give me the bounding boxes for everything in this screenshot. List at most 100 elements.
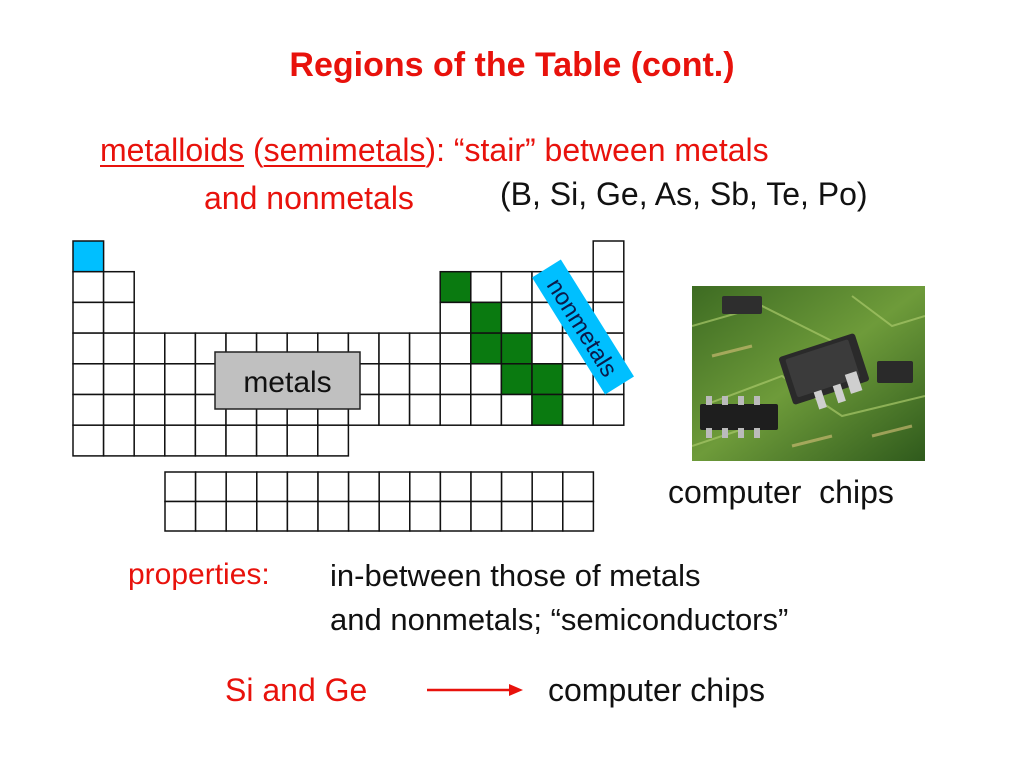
element-cell xyxy=(378,393,411,426)
f-block-cell xyxy=(286,500,319,532)
element-cell xyxy=(408,363,441,396)
open-paren: ( xyxy=(244,132,264,168)
element-cell xyxy=(255,424,288,457)
element-cell xyxy=(592,240,625,273)
element-cell xyxy=(72,301,105,334)
element-cell xyxy=(470,363,503,396)
properties-line-2: and nonmetals; “semiconductors” xyxy=(330,602,789,637)
element-cell xyxy=(561,363,594,396)
f-block-cell xyxy=(194,500,227,532)
semimetals-term: semimetals xyxy=(263,132,426,168)
properties-label: properties: xyxy=(128,558,270,591)
metals-label-box xyxy=(214,351,361,410)
usage-result: computer chips xyxy=(548,672,765,708)
f-block-cell xyxy=(378,500,411,532)
element-cell xyxy=(164,393,197,426)
element-cell xyxy=(561,393,594,426)
element-cell xyxy=(286,424,319,457)
f-block-cell xyxy=(256,471,289,503)
element-cell xyxy=(164,332,197,365)
computer-chip-photo xyxy=(692,286,925,461)
nonmetals-label-box xyxy=(532,259,634,395)
f-block-cell xyxy=(378,471,411,503)
element-cell xyxy=(72,332,105,365)
element-cell xyxy=(592,270,625,304)
definition-text: ): “stair” between metals xyxy=(425,132,769,168)
f-block-cell xyxy=(562,471,595,503)
element-cell xyxy=(408,332,441,365)
element-cell xyxy=(194,393,227,426)
f-block-cell xyxy=(500,500,533,532)
element-cell xyxy=(439,393,472,426)
element-cell xyxy=(102,270,135,304)
slide-title: Regions of the Table (cont.) xyxy=(289,46,735,84)
metalloid-cell xyxy=(500,363,533,396)
f-block-cell xyxy=(194,471,227,503)
metalloid-cell xyxy=(470,301,503,334)
element-cell xyxy=(500,270,533,304)
f-block-cell xyxy=(256,500,289,532)
definition-line-2: and nonmetals xyxy=(204,180,414,216)
element-cell xyxy=(439,363,472,396)
element-cell xyxy=(470,393,503,426)
f-block-cell xyxy=(317,471,350,503)
metalloid-cell xyxy=(531,363,564,396)
element-cell xyxy=(72,363,105,396)
element-cell xyxy=(500,393,533,426)
element-cell xyxy=(470,270,503,304)
f-block-cell xyxy=(531,471,564,503)
element-cell xyxy=(102,301,135,334)
element-cell xyxy=(102,363,135,396)
element-cell xyxy=(102,424,135,457)
definition-line-1: metalloids (semimetals): “stair” between… xyxy=(100,132,769,169)
element-cell xyxy=(133,363,166,396)
element-cell xyxy=(439,301,472,334)
element-cell xyxy=(102,393,135,426)
f-block-cell xyxy=(500,471,533,503)
metalloid-cell xyxy=(439,270,472,304)
element-cell xyxy=(408,393,441,426)
element-cell xyxy=(72,424,105,457)
metalloid-cell xyxy=(531,393,564,426)
f-block-cell xyxy=(409,500,442,532)
f-block-cell xyxy=(562,500,595,532)
f-block-cell xyxy=(439,500,472,532)
metalloids-term: metalloids xyxy=(100,132,245,168)
element-cell xyxy=(102,332,135,365)
element-cell xyxy=(317,424,350,457)
element-cell xyxy=(133,393,166,426)
element-cell xyxy=(194,424,227,457)
right-arrow-icon xyxy=(427,684,523,696)
metalloid-cell xyxy=(500,332,533,365)
f-block-cell xyxy=(531,500,564,532)
metalloid-cell xyxy=(470,332,503,365)
metalloid-elements-list: (B, Si, Ge, As, Sb, Te, Po) xyxy=(500,176,868,212)
f-block-cell xyxy=(286,471,319,503)
f-block-cell xyxy=(470,471,503,503)
element-cell xyxy=(225,424,258,457)
element-cell xyxy=(164,363,197,396)
f-block-cell xyxy=(225,500,258,532)
f-block-cell xyxy=(409,471,442,503)
f-block-cell xyxy=(470,500,503,532)
properties-line-1: in-between those of metals xyxy=(330,558,701,593)
f-block-cell xyxy=(225,471,258,503)
f-block-cell xyxy=(317,500,350,532)
photo-caption: computer chips xyxy=(668,474,894,510)
element-cell xyxy=(378,363,411,396)
f-block-cell xyxy=(164,500,197,532)
hydrogen-cell xyxy=(72,240,105,273)
element-cell xyxy=(133,424,166,457)
element-cell xyxy=(439,332,472,365)
element-cell xyxy=(592,393,625,426)
element-cell xyxy=(531,332,564,365)
element-cell xyxy=(164,424,197,457)
element-cell xyxy=(133,332,166,365)
element-cell xyxy=(378,332,411,365)
f-block-cell xyxy=(347,500,380,532)
metals-label: metals xyxy=(243,366,331,399)
element-cell xyxy=(72,270,105,304)
element-cell xyxy=(500,301,533,334)
f-block-cell xyxy=(347,471,380,503)
